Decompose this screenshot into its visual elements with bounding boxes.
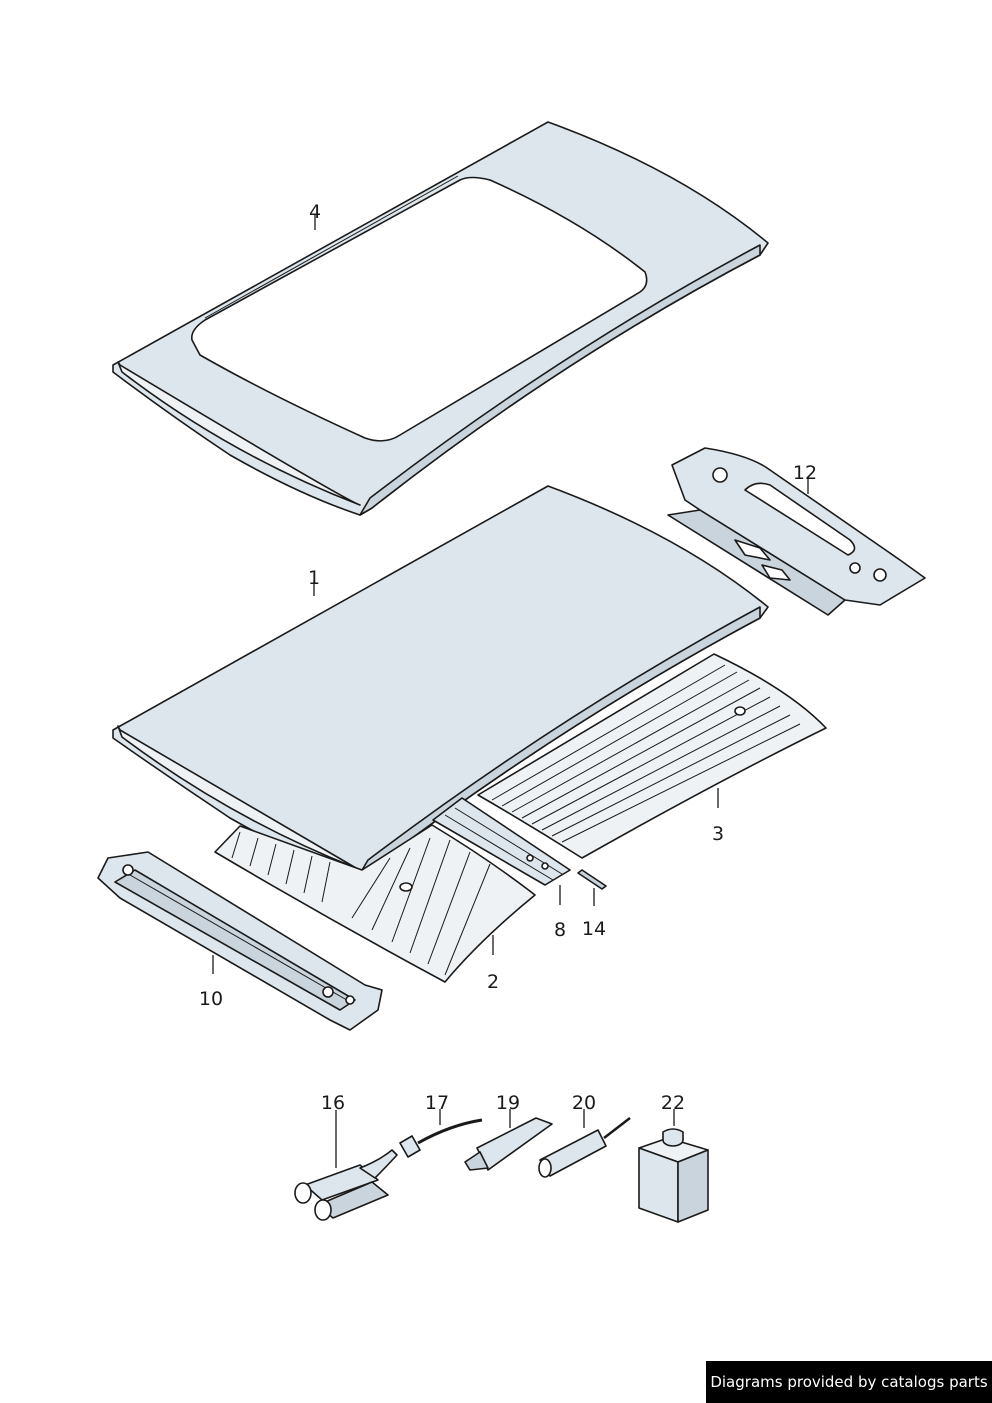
callout-22: 22 xyxy=(661,1092,685,1114)
callout-14: 14 xyxy=(582,918,606,940)
part-3-roof-bow-rear[interactable] xyxy=(477,653,827,859)
part-16-twin-cartridge[interactable] xyxy=(294,1149,398,1221)
callout-20: 20 xyxy=(572,1092,596,1114)
part-8-roof-bow-middle[interactable] xyxy=(432,797,571,886)
part-14-strip[interactable] xyxy=(577,869,607,890)
callout-2: 2 xyxy=(487,971,499,993)
part-12-cross-member-front[interactable] xyxy=(667,447,926,616)
part-22-container[interactable] xyxy=(638,1128,709,1223)
part-1-roof-panel[interactable] xyxy=(112,485,769,878)
part-10-cross-member-rear[interactable] xyxy=(97,851,383,1031)
callout-1: 1 xyxy=(308,567,320,589)
callout-16: 16 xyxy=(321,1092,345,1114)
part-19-tube[interactable] xyxy=(464,1117,553,1171)
callout-12: 12 xyxy=(793,462,817,484)
callout-8: 8 xyxy=(554,919,566,941)
part-2-roof-insulation-front[interactable] xyxy=(214,824,536,983)
callout-3: 3 xyxy=(712,823,724,845)
callout-17: 17 xyxy=(425,1092,449,1114)
part-17-mixing-nozzle[interactable] xyxy=(399,1118,483,1158)
part-20-cartridge[interactable] xyxy=(538,1117,631,1178)
attribution-banner: Diagrams provided by catalogs parts xyxy=(706,1361,992,1403)
part-4-roof-panel-sunroof[interactable] xyxy=(112,121,769,516)
leader-lines xyxy=(212,214,809,1168)
callout-10: 10 xyxy=(199,988,223,1010)
callout-19: 19 xyxy=(496,1092,520,1114)
callout-4: 4 xyxy=(309,201,321,223)
